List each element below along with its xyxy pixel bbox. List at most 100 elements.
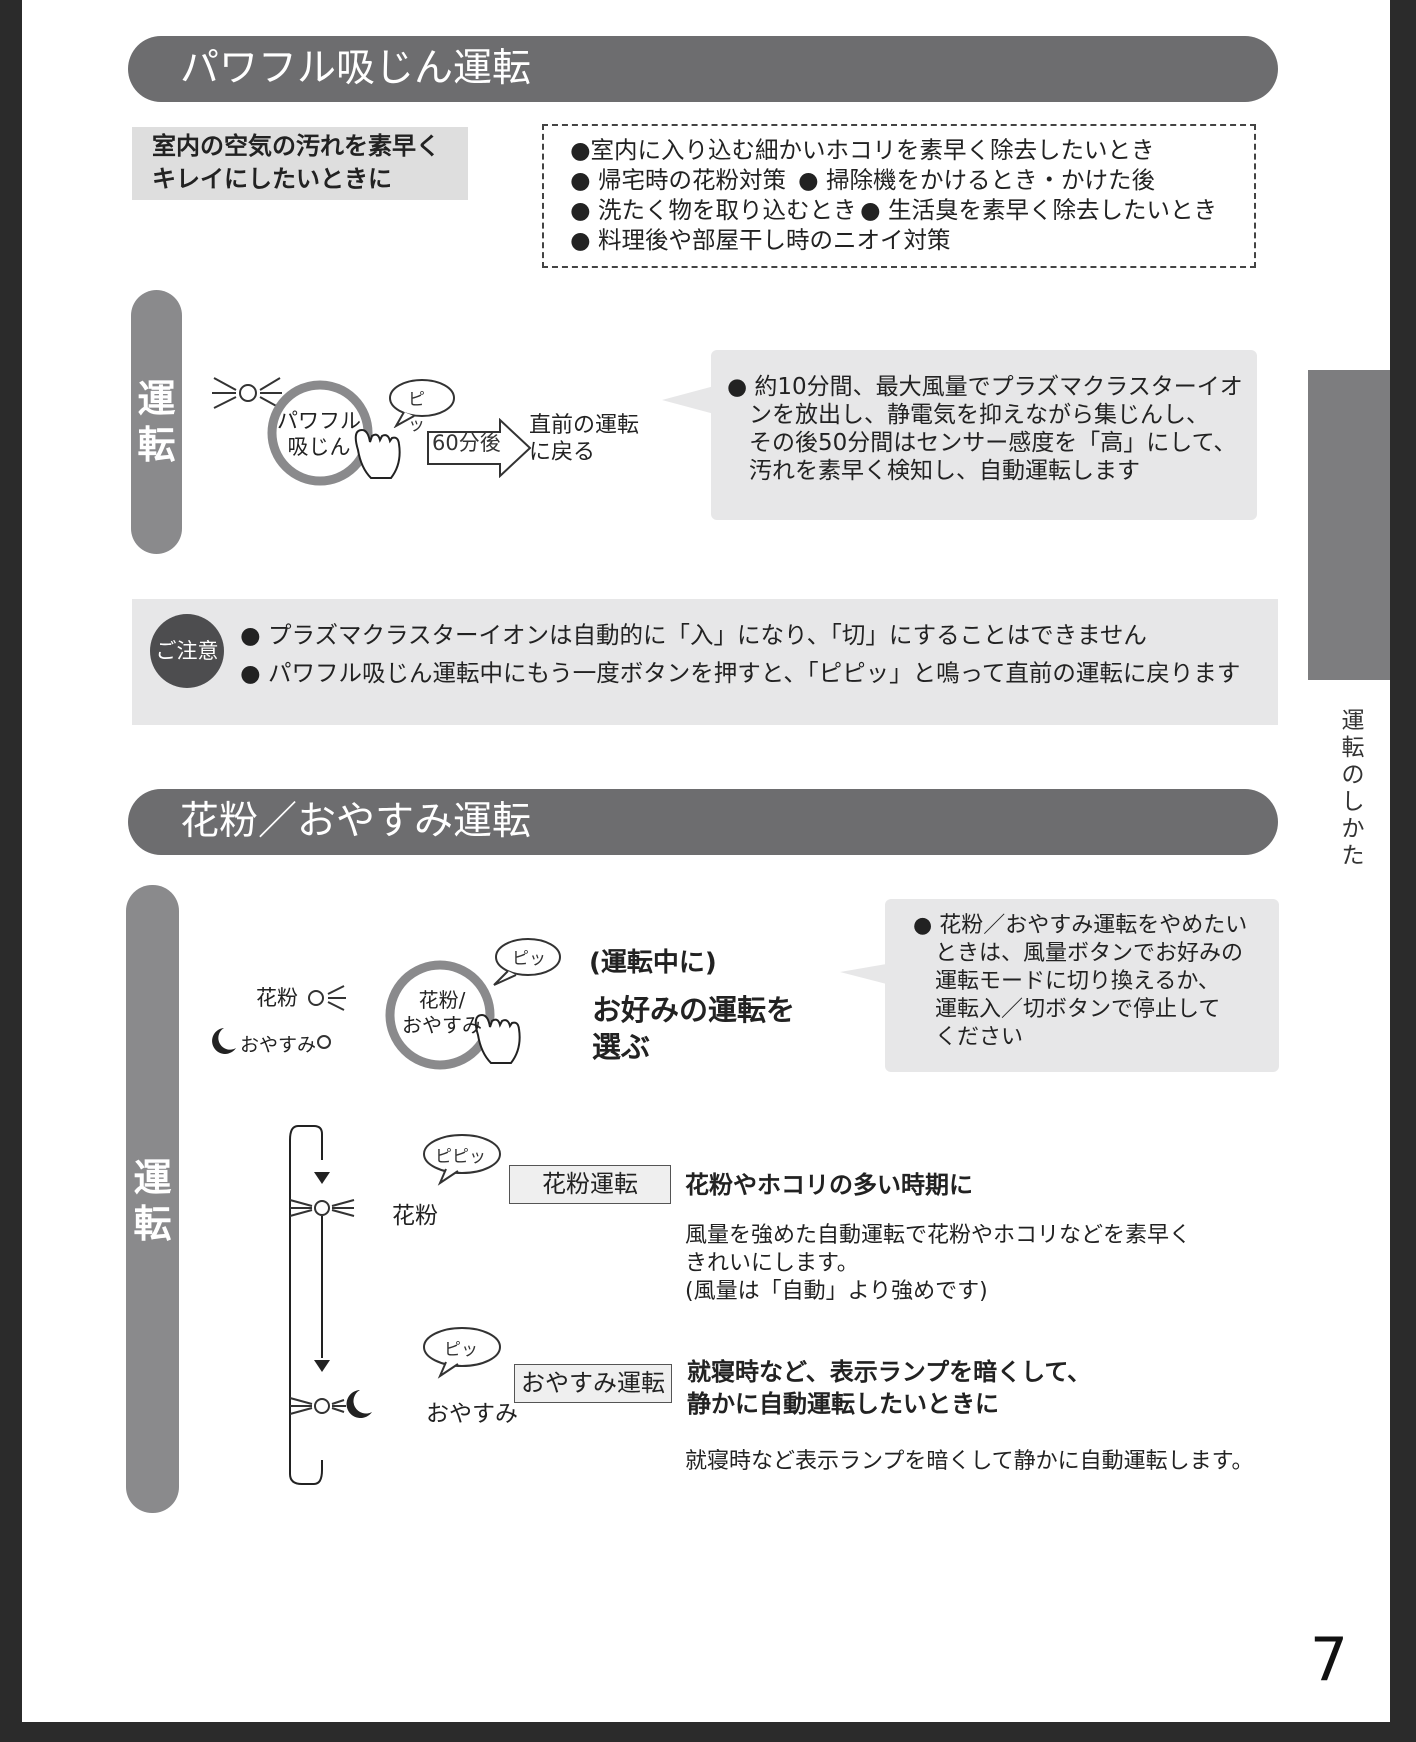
beep-text: ピッ (408, 390, 425, 435)
timer-arrow (427, 418, 532, 478)
lamp-icon (212, 377, 282, 409)
press-hand-icon (354, 428, 401, 479)
chapter-char: 運 (1341, 708, 1365, 734)
beep-bubble (493, 938, 561, 986)
use-case-item: ●室内に入り込む細かいホコリを素早く除去したいとき (570, 136, 1155, 164)
return-text: 直前の運転 に戻る (529, 412, 639, 466)
callout-pointer (662, 385, 718, 415)
mode-tag-pollen: 花粉運転 (509, 1165, 671, 1204)
mode-desc-line: 風量を強めた自動運転で花粉やホコリなどを素早く (685, 1223, 1192, 1248)
pollen-button-illustration (385, 960, 521, 1070)
mode-lamp-label-pollen: 花粉 (392, 1203, 438, 1229)
operation-side-label: 運 転 (131, 290, 182, 554)
mode-tag-sleep: おやすみ運転 (514, 1364, 672, 1403)
lamp-icon (289, 1199, 355, 1217)
return-text-line: 直前の運転 (529, 413, 640, 438)
mode-heading-line: 静かに自動運転したいときに (687, 1390, 999, 1418)
use-case-item: ● 掃除機をかけるとき・かけた後 (798, 166, 1155, 194)
chapter-char: し (1341, 789, 1365, 815)
button-label-line: おやすみ (402, 1013, 482, 1037)
beep-bubble (389, 379, 455, 428)
description-line: その後50分間はセンサー感度を「高」にして、 (749, 430, 1237, 456)
press-hand-icon (474, 1013, 521, 1064)
arrow-down-icon (314, 1172, 330, 1184)
description-line: 汚れを素早く検知し、自動運転します (749, 458, 1140, 484)
pollen-note-box: ● 花粉／おやすみ運転をやめたい ときは、風量ボタンでお好みの 運転モードに切り… (885, 899, 1279, 1072)
lamp-label-sleep: おやすみ (240, 1034, 317, 1056)
caution-list: ● プラズマクラスターイオンは自動的に「入」になり、「切」にすることはできません… (240, 616, 1240, 692)
side-label-char: 転 (137, 423, 176, 467)
mode-heading-line: 就寝時など、表示ランプを暗くして、 (687, 1358, 1092, 1386)
lamp-label-pollen: 花粉 (256, 986, 298, 1010)
arrow-down-icon (314, 1360, 330, 1372)
note-line: ください (935, 1025, 1024, 1050)
timer-label: 60分後 (432, 431, 501, 455)
powerful-button-label: パワフル 吸じん (277, 408, 361, 460)
caution-badge: ご注意 (150, 614, 224, 688)
choose-line: お好みの運転を (592, 993, 796, 1027)
page-number: 7 (1309, 1625, 1348, 1695)
side-label-char: 運 (137, 377, 176, 421)
chapter-tab-label: 運 転 の し か た (1338, 708, 1368, 870)
operation-side-label: 運 転 (126, 885, 179, 1513)
mode-heading-pollen: 花粉やホコリの多い時期に (685, 1171, 973, 1199)
tagline-box: 室内の空気の汚れを素早く キレイにしたいときに (132, 127, 468, 200)
note-line: 運転モードに切り換えるか、 (935, 969, 1220, 994)
use-case-item: ● 料理後や部屋干し時のニオイ対策 (570, 226, 951, 254)
mode-description-pollen: 風量を強めた自動運転で花粉やホコリなどを素早く きれいにします。 (風量は「自動… (685, 1222, 1191, 1306)
chapter-tab (1308, 370, 1390, 680)
powerful-button-illustration (212, 377, 401, 486)
powerful-description-box: ● 約10分間、最大風量でプラズマクラスターイオ ンを放出し、静電気を抑えながら… (711, 350, 1257, 520)
tagline-line: キレイにしたいときに (152, 165, 392, 193)
description-line: ンを放出し、静電気を抑えながら集じんし、 (749, 402, 1209, 428)
return-text-line: に戻る (529, 440, 596, 465)
description-line: ● 約10分間、最大風量でプラズマクラスターイオ (727, 374, 1243, 400)
mode-lamp-label-sleep: おやすみ (426, 1401, 518, 1427)
choose-mode-text: お好みの運転を 選ぶ (592, 992, 795, 1066)
mode-desc-line: (風量は「自動」より強めです) (685, 1279, 988, 1304)
use-case-row: ● 洗たく物を取り込むとき ● 生活臭を素早く除去したいとき (570, 195, 1254, 225)
pollen-button-label: 花粉/ おやすみ (397, 988, 487, 1038)
lamp-icon (308, 985, 346, 1011)
use-case-item: ● 洗たく物を取り込むとき (570, 196, 857, 224)
side-label-char: 運 (133, 1156, 172, 1200)
chapter-char: の (1341, 762, 1365, 788)
note-line: ● 花粉／おやすみ運転をやめたい (913, 913, 1248, 938)
chapter-char: 転 (1341, 735, 1365, 761)
button-label-line: 吸じん (287, 435, 351, 459)
beep-bubble (423, 1327, 501, 1379)
lamp-icon (289, 1397, 346, 1415)
during-operation-label: (運転中に) (589, 948, 717, 978)
manual-page: パワフル吸じん運転 室内の空気の汚れを素早く キレイにしたいときに ●室内に入り… (22, 0, 1390, 1722)
note-line: ときは、風量ボタンでお好みの (935, 941, 1244, 966)
use-case-item: ● 帰宅時の花粉対策 (570, 166, 786, 194)
tagline-line: 室内の空気の汚れを素早く (152, 132, 440, 160)
chapter-char: た (1341, 843, 1365, 869)
use-case-row: ● 帰宅時の花粉対策 ● 掃除機をかけるとき・かけた後 (570, 165, 1254, 195)
section-title-powerful: パワフル吸じん運転 (128, 36, 1278, 102)
moon-icon (346, 1390, 372, 1418)
side-label-char: 転 (133, 1202, 172, 1246)
button-label-line: 花粉/ (418, 988, 466, 1012)
beep-text: ピッ (444, 1340, 478, 1360)
note-line: 運転入／切ボタンで停止して (935, 997, 1221, 1022)
beep-text: ピッ (512, 949, 546, 969)
moon-icon (212, 1028, 236, 1054)
sleep-lamp-row (212, 1028, 331, 1054)
use-cases-box: ●室内に入り込む細かいホコリを素早く除去したいとき ● 帰宅時の花粉対策 ● 掃… (542, 124, 1256, 268)
caution-item: ● パワフル吸じん運転中にもう一度ボタンを押すと、「ピピッ」と鳴って直前の運転に… (240, 659, 1241, 687)
beep-text: ピピッ (435, 1147, 486, 1167)
mode-desc-line: きれいにします。 (685, 1251, 859, 1276)
lamp-icon (317, 1035, 331, 1049)
use-case-item: ● 生活臭を素早く除去したいとき (860, 196, 1217, 224)
mode-cycle-diagram (289, 1125, 372, 1485)
pollen-sleep-button[interactable] (385, 960, 495, 1070)
caution-item: ● プラズマクラスターイオンは自動的に「入」になり、「切」にすることはできません (240, 621, 1147, 649)
button-label-line: パワフル (277, 409, 361, 433)
beep-bubble (423, 1134, 501, 1186)
mode-heading-sleep: 就寝時など、表示ランプを暗くして、 静かに自動運転したいときに (687, 1356, 1091, 1420)
caution-box: ご注意 ● プラズマクラスターイオンは自動的に「入」になり、「切」にすることはで… (132, 599, 1278, 725)
mode-description-sleep: 就寝時など表示ランプを暗くして静かに自動運転します。 (685, 1449, 1254, 1474)
section-title-pollen: 花粉／おやすみ運転 (128, 789, 1278, 855)
choose-line: 選ぶ (592, 1030, 651, 1064)
